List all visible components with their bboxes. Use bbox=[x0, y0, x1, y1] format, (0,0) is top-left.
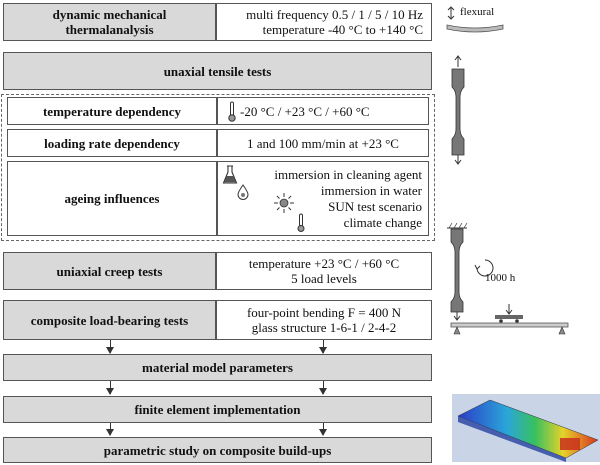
ageing-details-box: immersion in cleaning agent immersion in… bbox=[217, 161, 429, 236]
thermometer-icon bbox=[228, 101, 236, 122]
creep-detail-temperature: temperature +23 °C / +60 °C bbox=[248, 256, 400, 271]
climate-thermometer-icon bbox=[297, 213, 305, 232]
creep-detail-load: 5 load levels bbox=[291, 271, 357, 286]
dma-details-box: multi frequency 0.5 / 1 / 5 / 10 Hz temp… bbox=[216, 3, 432, 41]
tensile-subgroup-border bbox=[1, 94, 435, 241]
creep-label-box: uniaxial creep tests bbox=[3, 252, 216, 290]
loading-rate-label: loading rate dependency bbox=[44, 135, 180, 151]
flexural-specimen-icon bbox=[446, 6, 504, 33]
parametric-study-box: parametric study on composite build-ups bbox=[3, 437, 432, 463]
composite-detail-bending: four-point bending F = 400 N bbox=[246, 305, 402, 320]
composite-details-box: four-point bending F = 400 N glass struc… bbox=[216, 300, 432, 340]
creep-details-box: temperature +23 °C / +60 °C 5 load level… bbox=[216, 252, 432, 290]
composite-label: composite load-bearing tests bbox=[30, 312, 189, 328]
parametric-study-label: parametric study on composite build-ups bbox=[103, 442, 332, 458]
material-model-box: material model parameters bbox=[3, 354, 432, 381]
ageing-label-box: ageing influences bbox=[7, 161, 217, 236]
fe-model-render-icon bbox=[452, 394, 600, 462]
arrow-composite-to-material-left bbox=[106, 340, 114, 354]
creep-time-label: 1000 h bbox=[485, 272, 516, 284]
fe-implementation-label: finite element implementation bbox=[134, 402, 301, 417]
four-point-bending-icon bbox=[450, 304, 569, 335]
arrow-material-to-fe-right bbox=[319, 381, 327, 395]
arrow-fe-to-parametric-left bbox=[106, 423, 114, 436]
flexural-label: flexural bbox=[460, 6, 495, 18]
composite-detail-glass: glass structure 1-6-1 / 2-4-2 bbox=[251, 320, 397, 335]
water-drop-icon bbox=[237, 184, 249, 200]
ageing-detail-climate: climate change bbox=[343, 214, 422, 230]
flask-icon bbox=[222, 165, 238, 184]
temperature-details-box: -20 °C / +23 °C / +60 °C bbox=[217, 97, 429, 125]
creep-specimen-icon bbox=[447, 222, 494, 321]
tensile-specimen-icon bbox=[451, 55, 465, 165]
dma-label-box: dynamic mechanical thermalanalysis bbox=[3, 3, 216, 41]
material-model-label: material model parameters bbox=[142, 360, 293, 375]
ageing-detail-sun: SUN test scenario bbox=[328, 198, 422, 214]
fe-implementation-box: finite element implementation bbox=[3, 396, 432, 423]
temperature-label: temperature dependency bbox=[42, 103, 182, 119]
arrow-material-to-fe-left bbox=[106, 381, 114, 395]
loading-rate-label-box: loading rate dependency bbox=[7, 129, 217, 157]
dma-label-line2: thermalanalysis bbox=[65, 22, 154, 37]
loading-rate-details-box: 1 and 100 mm/min at +23 °C bbox=[217, 129, 429, 157]
temperature-details: -20 °C / +23 °C / +60 °C bbox=[240, 103, 370, 119]
arrow-fe-to-parametric-right bbox=[319, 423, 327, 436]
composite-label-box: composite load-bearing tests bbox=[3, 300, 216, 340]
loading-rate-details: 1 and 100 mm/min at +23 °C bbox=[247, 135, 399, 151]
dma-detail-temperature: temperature -40 °C to +140 °C bbox=[262, 22, 423, 37]
tensile-header-box: unaxial tensile tests bbox=[3, 52, 432, 90]
sun-icon bbox=[274, 193, 294, 213]
tensile-header-label: unaxial tensile tests bbox=[163, 63, 272, 79]
ageing-detail-water: immersion in water bbox=[320, 182, 422, 198]
ageing-label: ageing influences bbox=[64, 191, 160, 206]
dma-label-line1: dynamic mechanical bbox=[52, 7, 167, 22]
temperature-label-box: temperature dependency bbox=[7, 97, 217, 125]
dma-detail-frequency: multi frequency 0.5 / 1 / 5 / 10 Hz bbox=[246, 7, 423, 22]
ageing-detail-cleaning: immersion in cleaning agent bbox=[274, 166, 422, 182]
creep-label: uniaxial creep tests bbox=[56, 263, 163, 279]
arrow-composite-to-material-right bbox=[319, 340, 327, 354]
